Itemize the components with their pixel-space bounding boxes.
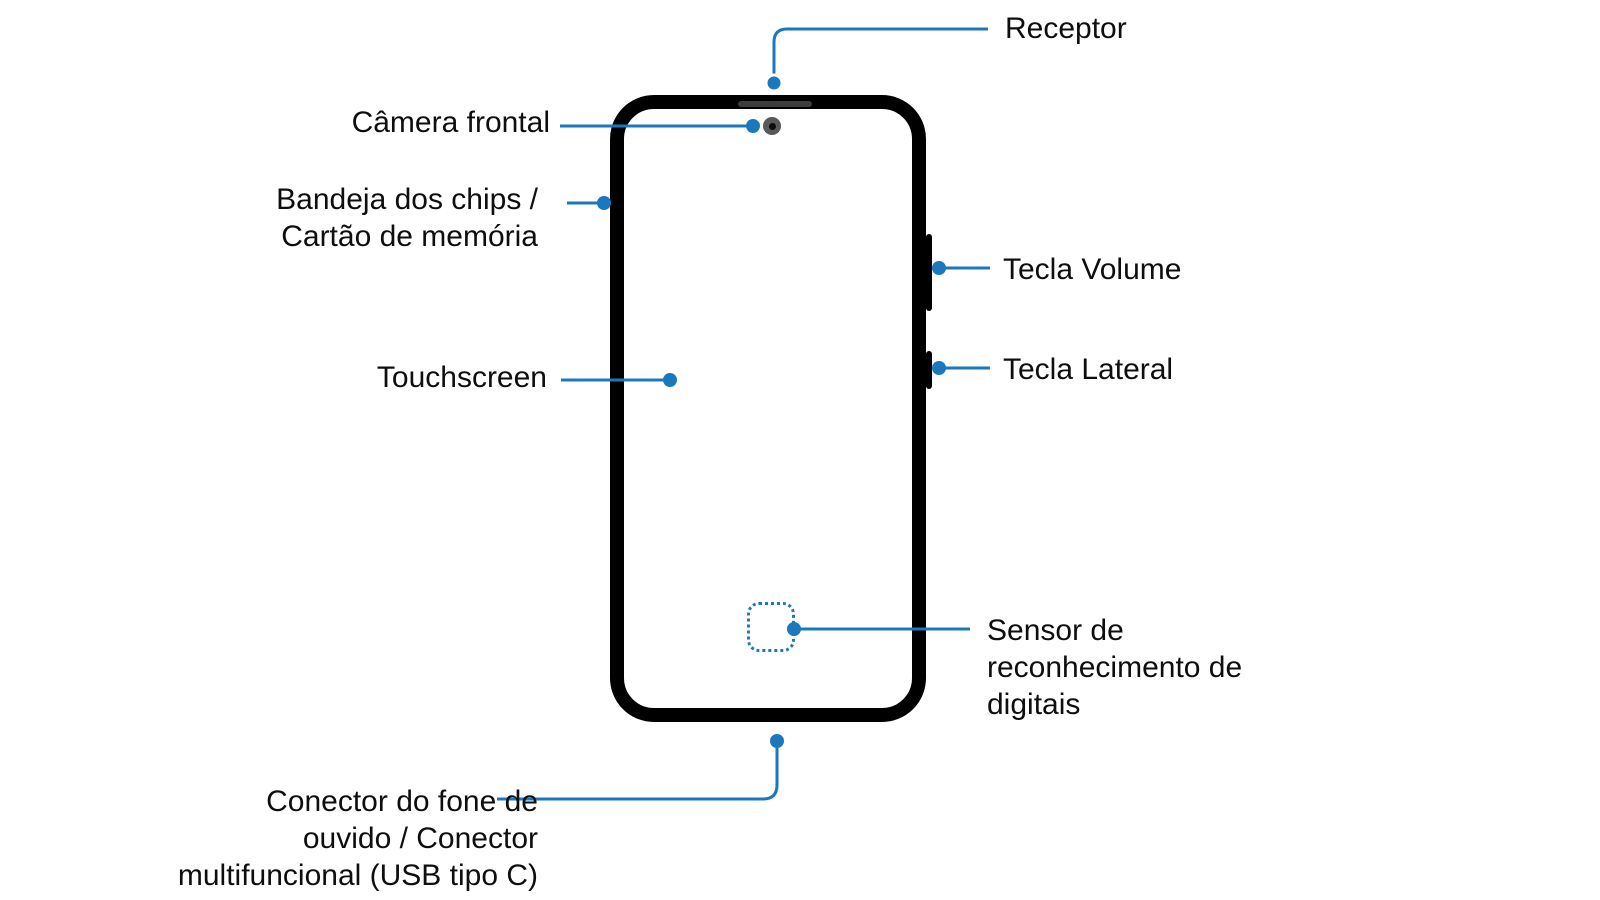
callout-dot-tray bbox=[597, 196, 611, 210]
label-camera-frontal: Câmera frontal bbox=[351, 106, 550, 139]
label-conector-line3: multifuncional (USB tipo C) bbox=[177, 859, 538, 892]
callout-dot-side bbox=[932, 361, 946, 375]
label-bandeja-chips-line1: Bandeja dos chips / bbox=[276, 183, 538, 216]
label-sensor-line3: digitais bbox=[987, 688, 1081, 721]
label-conector-line1: Conector do fone de bbox=[266, 785, 538, 818]
callout-line-connector bbox=[497, 742, 779, 801]
callout-line-receptor bbox=[772, 27, 988, 83]
label-sensor-line2: reconhecimento de bbox=[987, 651, 1243, 684]
volume-key-icon bbox=[926, 234, 932, 311]
label-bandeja-chips-line2: Cartão de memória bbox=[281, 220, 538, 253]
label-tecla-lateral: Tecla Lateral bbox=[1003, 353, 1174, 386]
camera-lens-icon bbox=[768, 122, 776, 130]
callout-dot-connector bbox=[770, 734, 784, 748]
label-tecla-volume: Tecla Volume bbox=[1003, 253, 1182, 286]
label-bandeja-chips: Bandeja dos chips / Cartão de memória bbox=[276, 181, 538, 255]
callout-dot-receptor bbox=[764, 73, 784, 93]
label-conector-line2: ouvido / Conector bbox=[302, 822, 538, 855]
label-touchscreen: Touchscreen bbox=[376, 361, 547, 394]
label-conector: Conector do fone de ouvido / Conector mu… bbox=[178, 783, 538, 894]
label-sensor-line1: Sensor de bbox=[987, 614, 1124, 647]
side-key-icon bbox=[926, 351, 932, 389]
label-receptor: Receptor bbox=[1005, 12, 1127, 45]
fingerprint-sensor-icon bbox=[747, 602, 795, 652]
receiver-speaker-icon bbox=[738, 101, 812, 107]
callout-dot-volume bbox=[932, 261, 946, 275]
front-camera-icon bbox=[763, 117, 781, 135]
label-sensor-digitais: Sensor de reconhecimento de digitais bbox=[987, 612, 1242, 723]
phone-outline bbox=[610, 95, 926, 722]
